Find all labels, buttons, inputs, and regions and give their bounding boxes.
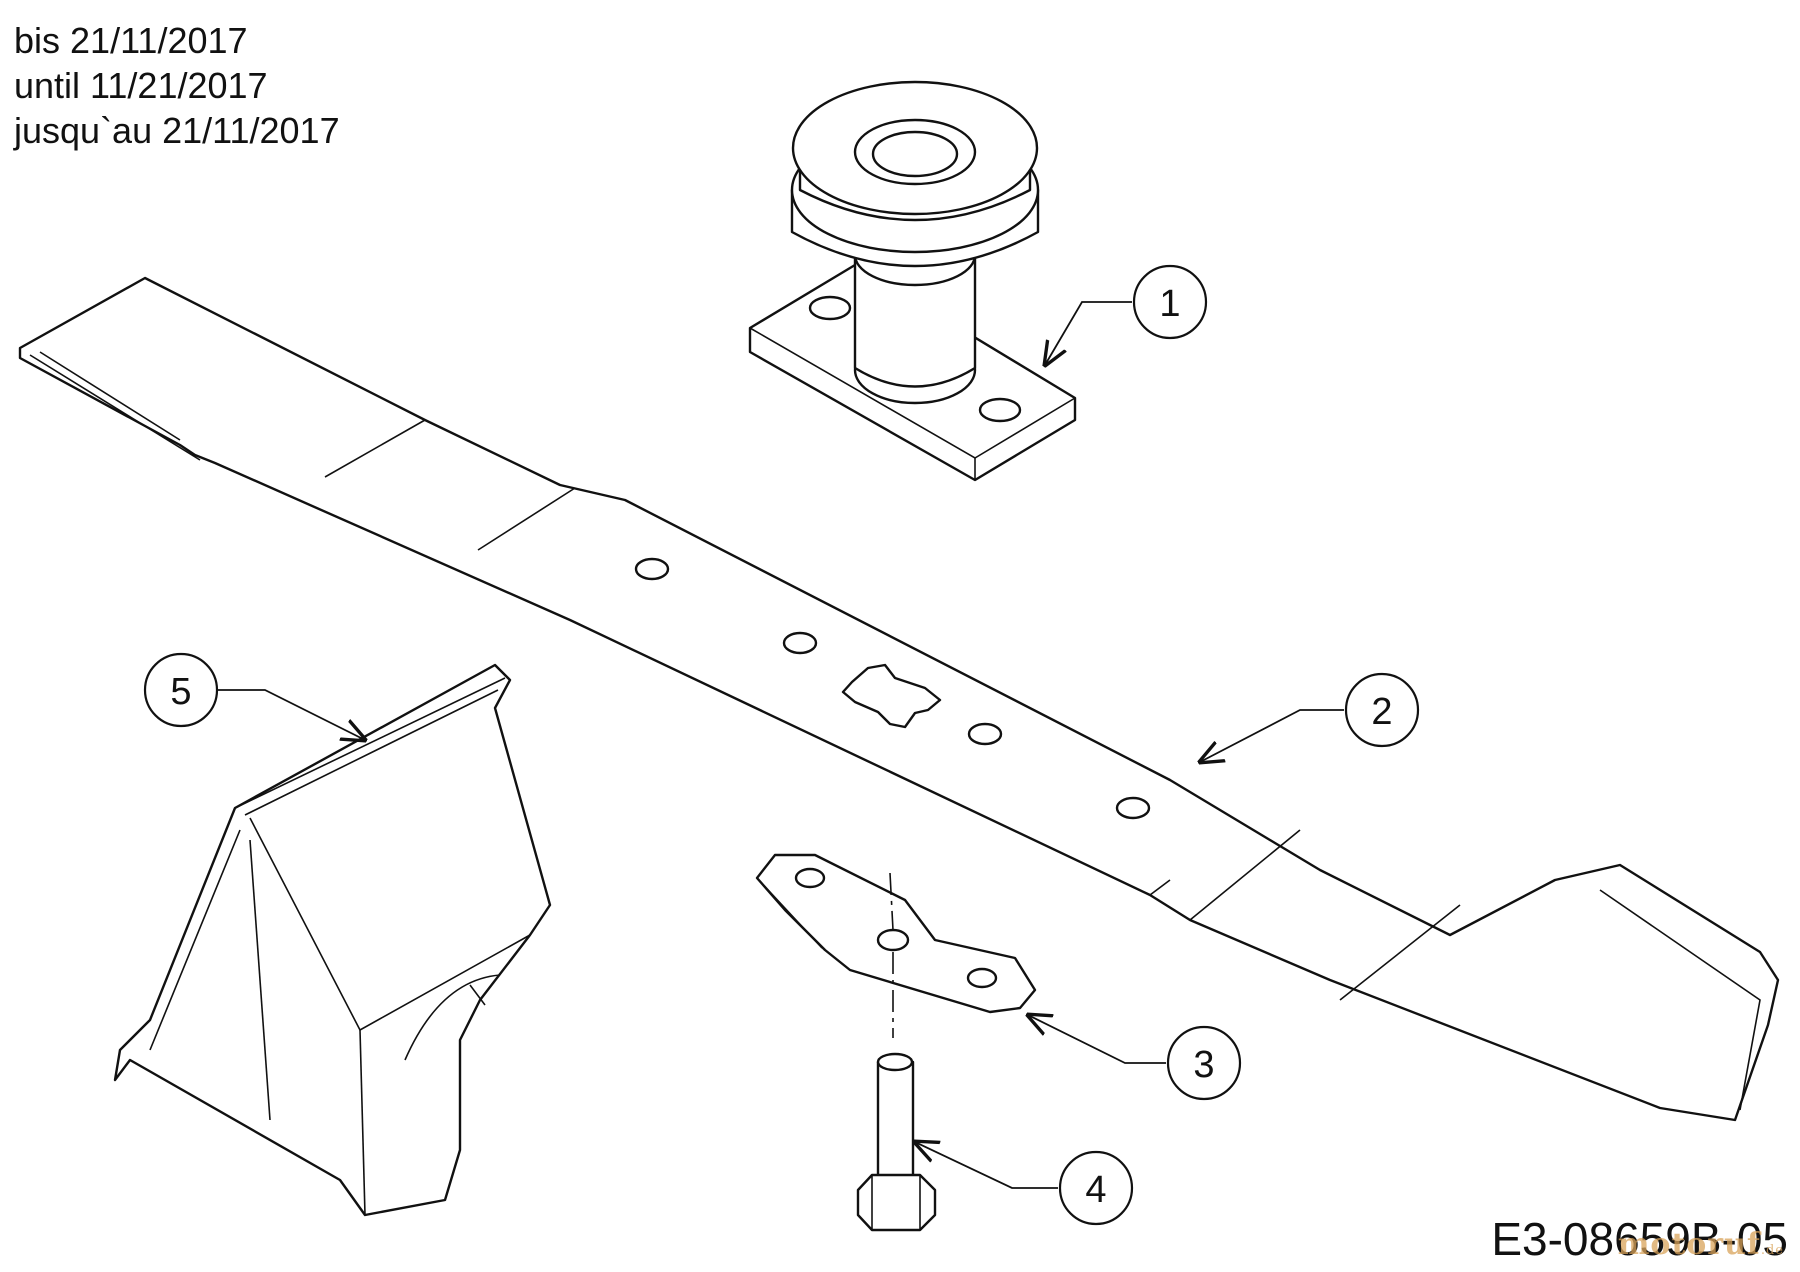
callout-3: 3 <box>1028 1015 1242 1101</box>
validity-line-de: bis 21/11/2017 <box>14 20 248 61</box>
callout-5-label: 5 <box>170 671 191 713</box>
callout-1: 1 <box>1045 264 1208 365</box>
watermark-suffix: .de <box>1760 1243 1784 1258</box>
validity-note: bis 21/11/2017 until 11/21/2017 jusqu`au… <box>14 18 340 153</box>
callout-2-label: 2 <box>1371 691 1392 733</box>
mower-blade <box>18 276 1780 1122</box>
callout-2: 2 <box>1200 672 1420 762</box>
hex-bolt <box>856 1052 937 1232</box>
callout-1-label: 1 <box>1159 283 1180 325</box>
blade-holder-plate <box>755 853 1037 1038</box>
blade-adapter-pulley <box>748 80 1077 482</box>
callout-4: 4 <box>915 1142 1134 1226</box>
callout-4-label: 4 <box>1085 1169 1106 1211</box>
drawing-code: E3-08659B-05 <box>1491 1213 1788 1265</box>
validity-line-en: until 11/21/2017 <box>14 65 268 106</box>
validity-line-fr: jusqu`au 21/11/2017 <box>14 110 340 151</box>
callout-5: 5 <box>143 652 365 740</box>
callout-3-label: 3 <box>1193 1044 1214 1086</box>
watermark-brand: motoruf <box>1617 1227 1761 1262</box>
mulch-plug-deflector <box>113 663 552 1217</box>
watermark-logo: motoruf.de <box>1618 1227 1784 1262</box>
